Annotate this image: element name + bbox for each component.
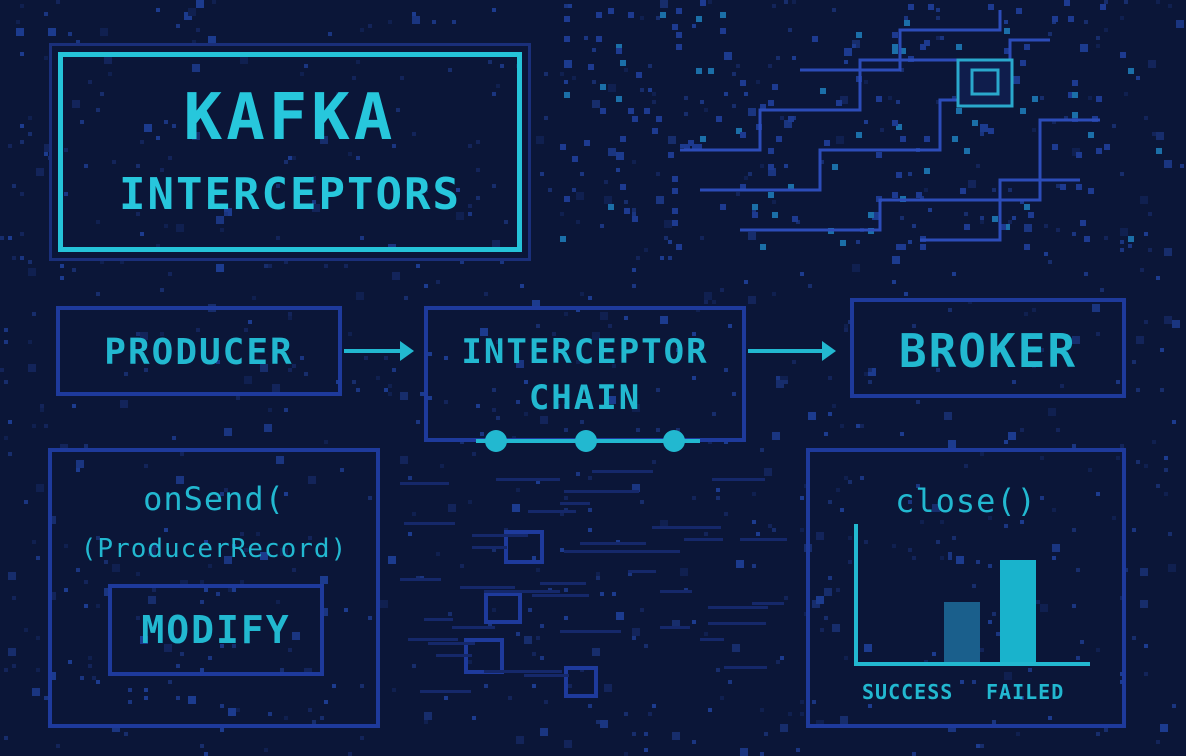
success-label: SUCCESS: [862, 680, 954, 704]
bar-failed: [1000, 560, 1036, 662]
producer-to-chain-arrow: [344, 341, 414, 361]
chain-node-3: [663, 430, 685, 452]
broker-label: BROKER: [898, 324, 1078, 378]
failed-label: FAILED: [986, 680, 1065, 704]
chain-node-2: [575, 430, 597, 452]
title-line-1: KAFKA: [183, 81, 397, 155]
chain-label-line-1: INTERCEPTOR: [461, 332, 709, 372]
modify-box: MODIFY: [108, 584, 324, 676]
close-box: close() SUCCESS FAILED: [806, 448, 1126, 728]
producer-box: PRODUCER: [56, 306, 342, 396]
chain-node-1: [485, 430, 507, 452]
on-send-param: (ProducerRecord): [80, 534, 348, 564]
chain-label-line-2: CHAIN: [528, 378, 642, 418]
title-box: KAFKA INTERCEPTORS: [58, 52, 522, 252]
on-send-box: onSend( (ProducerRecord) MODIFY: [48, 448, 380, 728]
interceptor-chain-box: INTERCEPTOR CHAIN: [424, 306, 746, 442]
chain-to-broker-arrow: [748, 341, 836, 361]
bar-success: [944, 602, 980, 662]
producer-label: PRODUCER: [104, 332, 294, 373]
title-line-2: INTERCEPTORS: [119, 169, 461, 220]
broker-box: BROKER: [850, 298, 1126, 398]
close-bar-chart: [854, 524, 1090, 666]
close-method: close(): [895, 482, 1037, 520]
on-send-method: onSend(: [143, 480, 285, 518]
modify-label: MODIFY: [141, 608, 291, 652]
chain-nodes: [476, 430, 700, 452]
